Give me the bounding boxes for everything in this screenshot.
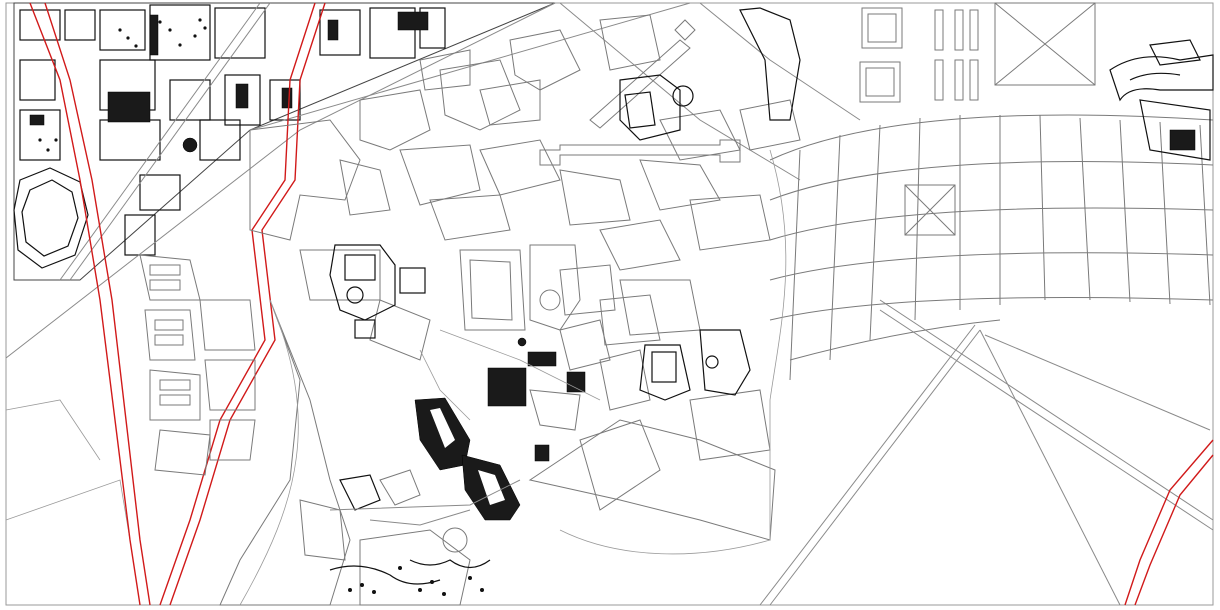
central-detailed-buildings — [329, 244, 751, 407]
river-edge — [239, 149, 787, 606]
map-border — [5, 2, 1214, 606]
central-block-outlines — [249, 14, 801, 431]
southern-park-detail — [329, 469, 521, 596]
western-subdivision — [139, 254, 256, 476]
fortress-outline — [13, 167, 89, 269]
cross-shaped-monument — [539, 7, 801, 166]
eastern-grid — [769, 114, 1214, 381]
southern-parcels — [219, 299, 776, 606]
northwest-dense-district — [13, 2, 556, 281]
northeast-blocks — [859, 2, 1214, 161]
stadium-complex — [414, 397, 550, 521]
rail-lines — [29, 2, 1214, 606]
